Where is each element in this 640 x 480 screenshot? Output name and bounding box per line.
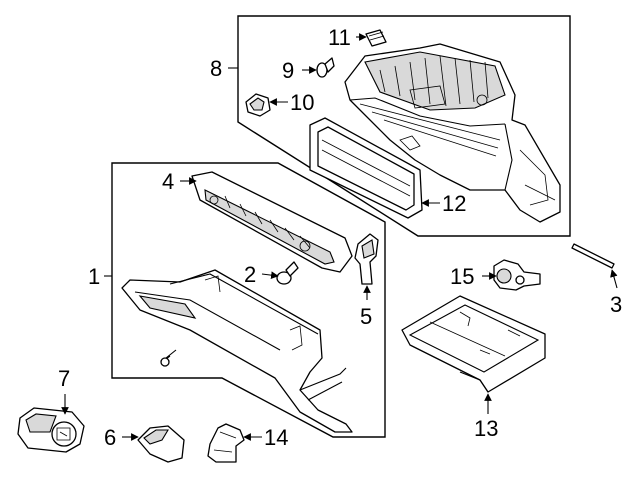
callout-8: 8 (210, 56, 222, 81)
callout-3: 3 (610, 292, 622, 317)
fastener (276, 261, 299, 285)
callout-4: 4 (162, 169, 174, 194)
callout-10: 10 (290, 90, 314, 115)
damper-rod (571, 243, 615, 269)
group-frame-upper (237, 15, 571, 237)
cover (137, 425, 185, 463)
callout-6: 6 (104, 425, 116, 450)
inner-panel (191, 171, 353, 273)
bracket-clip (207, 423, 245, 463)
callout-1: 1 (88, 264, 100, 289)
push-pin (316, 57, 335, 78)
callout-9: 9 (282, 58, 294, 83)
bumper (245, 93, 271, 117)
callout-5: 5 (360, 304, 372, 329)
group-frame-lower (111, 162, 386, 438)
glove-box-housing (344, 43, 561, 223)
callout-11: 11 (328, 25, 351, 50)
small-clip (365, 29, 387, 47)
latch (354, 233, 379, 285)
callout-15: 15 (450, 264, 474, 289)
callout-2: 2 (244, 262, 256, 287)
sensor-connector (493, 259, 541, 291)
callout-14: 14 (264, 425, 288, 450)
glove-box-door (121, 269, 353, 433)
leader-lines (61, 33, 618, 441)
switch (17, 407, 85, 453)
glove-box-bezel (309, 117, 423, 219)
callout-7: 7 (58, 366, 70, 391)
callout-13: 13 (474, 416, 498, 441)
storage-tray (401, 295, 546, 393)
callout-12: 12 (442, 191, 466, 216)
